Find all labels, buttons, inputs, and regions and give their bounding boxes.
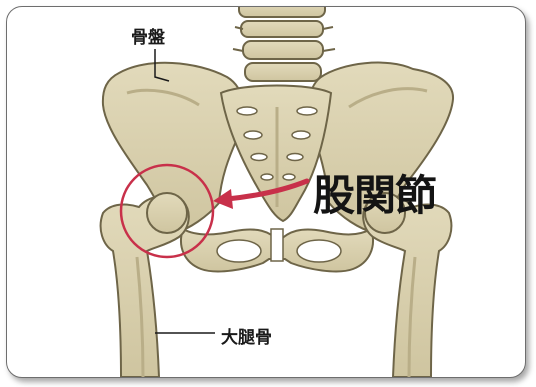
pelvis-illustration [7, 7, 525, 377]
hip-joint-label: 股関節 [313, 162, 436, 223]
diagram-frame: 骨盤 股関節 大腿骨 [6, 6, 526, 378]
lumbar-spine [233, 7, 335, 81]
pelvis-label: 骨盤 [131, 23, 165, 48]
femur-label: 大腿骨 [221, 323, 272, 348]
